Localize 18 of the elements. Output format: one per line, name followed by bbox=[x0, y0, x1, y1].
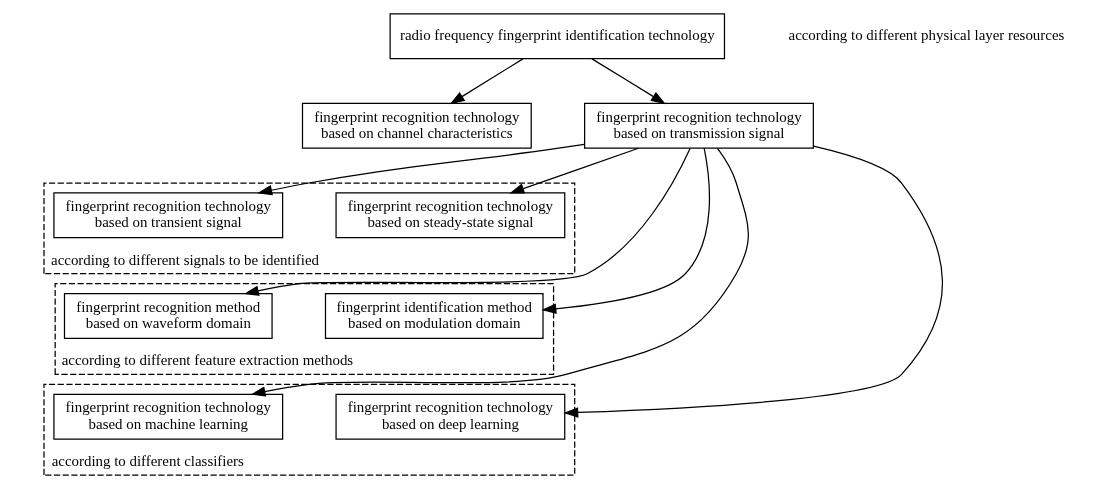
node-box: fingerprint recognition method based on waveform domain bbox=[63, 292, 273, 339]
arrow bbox=[250, 147, 749, 397]
arrow bbox=[243, 147, 691, 296]
node-box: radio frequency fingerprint identification technology bbox=[389, 12, 725, 59]
arrow bbox=[508, 147, 639, 193]
arrow bbox=[449, 57, 524, 104]
label: according to different physical layer resources bbox=[788, 26, 1064, 43]
node-box: fingerprint recognition technology based on machine learning bbox=[52, 393, 283, 440]
node-box: fingerprint recognition technology based on deep learning bbox=[334, 393, 565, 440]
arrow bbox=[562, 145, 943, 418]
node-box: fingerprint recognition technology based on steady-state signal bbox=[334, 191, 565, 238]
arrow bbox=[590, 57, 666, 104]
node-box: fingerprint identification method based on modulation domain bbox=[324, 292, 544, 339]
node-box: fingerprint recognition technology based on transient signal bbox=[52, 191, 283, 238]
arrow bbox=[540, 147, 710, 314]
node-box: fingerprint recognition technology based on channel characteristics bbox=[301, 102, 532, 149]
node-box: fingerprint recognition technology based on transmission signal bbox=[583, 102, 814, 149]
arrow bbox=[256, 143, 585, 195]
